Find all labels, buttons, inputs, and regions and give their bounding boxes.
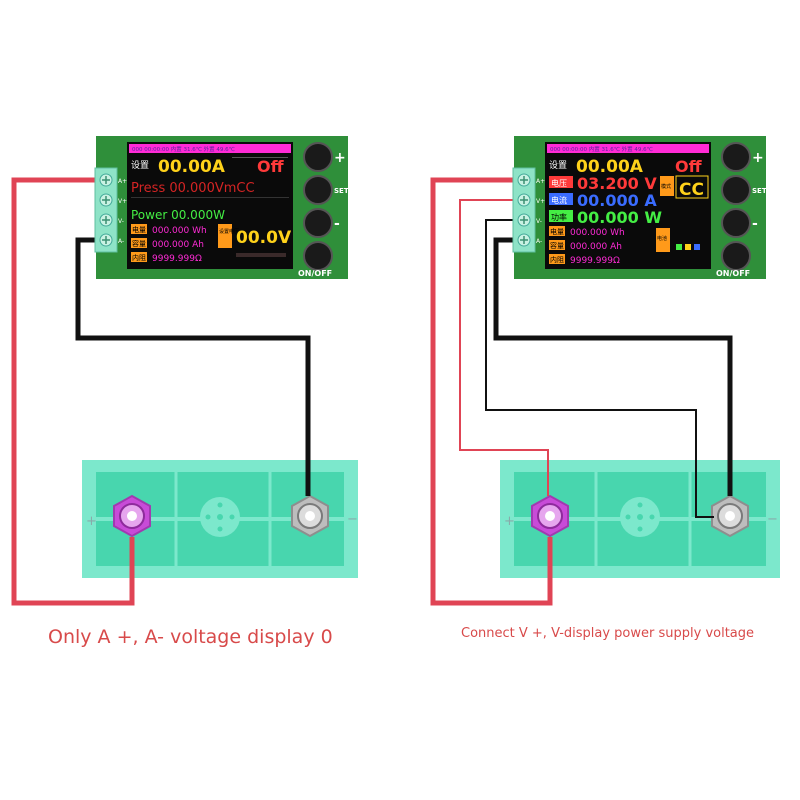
set-button[interactable] xyxy=(721,175,751,205)
status-bar-text: 000 00:00:00 内置 31.6℃ 外置 49.6℃ xyxy=(132,145,235,153)
status-bar-text: 000 00:00:00 内置 31.6℃ 外置 49.6℃ xyxy=(550,145,653,153)
plus-button[interactable] xyxy=(721,142,751,172)
terminal-block xyxy=(94,167,118,253)
side-label: 电池 xyxy=(657,235,667,242)
voltage-value: 03.200 V xyxy=(577,174,657,193)
left-battery-holder: + − xyxy=(82,460,358,578)
current-value: 00.000 A xyxy=(577,191,657,210)
left-caption: Only A +, A- voltage display 0 xyxy=(48,626,333,648)
black-wire-a-minus xyxy=(493,237,733,496)
terminal-label-a-minus: A- xyxy=(536,238,542,245)
terminal-label-a-minus: A- xyxy=(118,238,124,245)
power-readout: Power 00.000W xyxy=(131,208,225,222)
mode-value: CC xyxy=(679,180,704,200)
output-state: Off xyxy=(675,157,703,176)
right-caption: Connect V +, V-display power supply volt… xyxy=(461,626,755,641)
set-button-label: SET xyxy=(334,187,349,195)
ohm-label: 内阻 xyxy=(550,255,564,264)
overlay-readout: Press 00.000VmCC xyxy=(131,181,255,196)
wh-value: 000.000 Wh xyxy=(152,226,207,236)
battery-level-icon xyxy=(676,244,700,250)
wh-label: 电量 xyxy=(550,227,564,236)
plus-button-label: + xyxy=(334,150,346,166)
right-meter-board: A+ V+ V- A- 000 00:00:00 内置 31.6℃ 外置 49.… xyxy=(512,136,767,279)
ah-label: 容量 xyxy=(550,241,564,250)
on-off-button[interactable] xyxy=(303,241,333,271)
minus-button[interactable] xyxy=(721,208,751,238)
battery-plus-label: + xyxy=(86,514,97,529)
volt-label: 电压 xyxy=(551,178,567,188)
ohm-value: 9999.999Ω xyxy=(570,256,620,266)
ah-value: 000.000 Ah xyxy=(570,242,622,252)
plus-button-label: + xyxy=(752,150,764,166)
terminal-label-v-plus: V+ xyxy=(536,198,545,205)
right-buttons xyxy=(721,142,751,271)
battery-minus-label: − xyxy=(767,512,778,527)
battery-minus-label: − xyxy=(347,512,358,527)
left-buttons xyxy=(303,142,333,271)
red-wire xyxy=(11,177,135,606)
amp-label: 电流 xyxy=(551,195,567,205)
terminal-label-a-plus: A+ xyxy=(118,178,127,185)
set-current-value: 00.00A xyxy=(158,157,226,177)
thin-black-wire-v-minus xyxy=(485,219,714,518)
terminal-label-a-plus: A+ xyxy=(536,178,545,185)
ah-value: 000.000 Ah xyxy=(152,240,204,250)
ohm-value: 9999.999Ω xyxy=(152,254,202,264)
on-off-button-label: ON/OFF xyxy=(716,269,750,278)
power-value: 00.000 W xyxy=(577,208,662,227)
wh-label: 电量 xyxy=(132,225,146,234)
set-current-value: 00.00A xyxy=(576,157,644,177)
on-off-button-label: ON/OFF xyxy=(298,269,332,278)
minus-button-label: - xyxy=(334,216,340,232)
terminal-label-v-minus: V- xyxy=(118,218,124,225)
terminal-block xyxy=(512,167,536,253)
right-panel: + − A+ V+ V- A- xyxy=(430,136,780,606)
status-bar xyxy=(129,144,291,153)
set-button-label: SET xyxy=(752,187,767,195)
red-wire-a-plus xyxy=(430,177,553,606)
set-label: 设置 xyxy=(131,160,149,171)
battery-plus-label: + xyxy=(504,514,515,529)
terminal-screws xyxy=(517,173,531,247)
mode-label: 模式 xyxy=(661,183,671,190)
thin-red-wire-v-plus xyxy=(459,199,549,496)
right-lcd-screen: 000 00:00:00 内置 31.6℃ 外置 49.6℃ 设置 00.00A… xyxy=(545,142,711,269)
on-off-button[interactable] xyxy=(721,241,751,271)
plus-button[interactable] xyxy=(303,142,333,172)
black-wire xyxy=(75,237,311,496)
output-state: Off xyxy=(257,157,285,176)
left-panel: + − A+ V+ V- A- 0 xyxy=(11,136,358,606)
set-voltage-value: 00.0V xyxy=(236,228,292,248)
set-button[interactable] xyxy=(303,175,333,205)
ah-label: 容量 xyxy=(132,239,146,248)
left-meter-board: A+ V+ V- A- 000 00:00:00 内置 31.6℃ 外置 49.… xyxy=(94,136,349,279)
power-label: 功率 xyxy=(551,212,567,222)
terminal-screws xyxy=(99,173,113,247)
set-label: 设置 xyxy=(549,160,567,171)
ohm-label: 内阻 xyxy=(132,253,146,262)
terminal-label-v-plus: V+ xyxy=(118,198,127,205)
minus-button-label: - xyxy=(752,216,758,232)
left-lcd-screen: 000 00:00:00 内置 31.6℃ 外置 49.6℃ 设置 00.00A… xyxy=(127,142,293,269)
minus-button[interactable] xyxy=(303,208,333,238)
wh-value: 000.000 Wh xyxy=(570,228,625,238)
right-battery-holder: + − xyxy=(500,460,780,578)
side-label: 设置电压 xyxy=(219,228,239,235)
status-bar xyxy=(547,144,709,153)
terminal-label-v-minus: V- xyxy=(536,218,542,225)
